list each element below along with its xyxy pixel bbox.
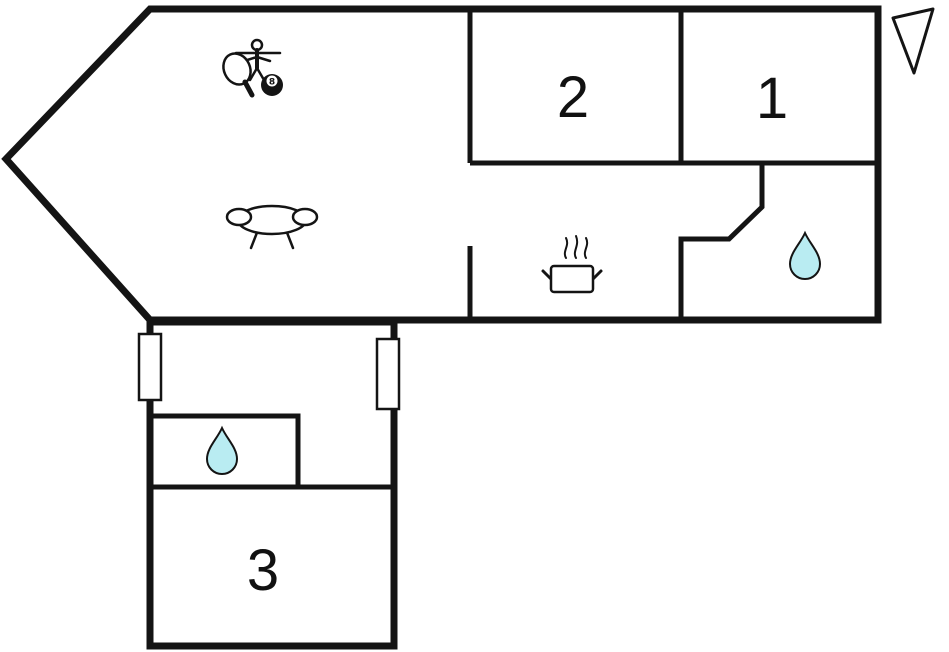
billiard-ball-icon: 8 bbox=[261, 74, 283, 96]
water-drop-icon-right-bath bbox=[788, 230, 822, 280]
table-tennis-paddle-icon bbox=[222, 52, 255, 98]
sofa-icon bbox=[225, 204, 319, 250]
north-arrow-icon bbox=[891, 7, 935, 75]
billiard-ball-number: 8 bbox=[269, 78, 275, 88]
wall-annex-bathroom bbox=[150, 413, 301, 487]
room-2-label: 2 bbox=[557, 65, 589, 130]
annex-outline bbox=[146, 318, 398, 650]
interior-walls bbox=[150, 9, 878, 490]
game-room-icons: 8 bbox=[222, 38, 283, 98]
bathroom-icons bbox=[205, 230, 822, 475]
water-drop-icon-annex-bath bbox=[205, 425, 239, 475]
wall-bathroom-right bbox=[678, 163, 765, 320]
room-1-label: 1 bbox=[756, 66, 788, 131]
steam-lines bbox=[563, 235, 589, 259]
main-floor-outline bbox=[1, 5, 882, 324]
window-icon-annex-right bbox=[375, 337, 401, 411]
room-3-label: 3 bbox=[247, 538, 279, 603]
window-icon-annex-left bbox=[137, 332, 163, 402]
foosball-player-icon bbox=[234, 38, 282, 82]
cooking-pot-steam-icon bbox=[541, 235, 603, 294]
